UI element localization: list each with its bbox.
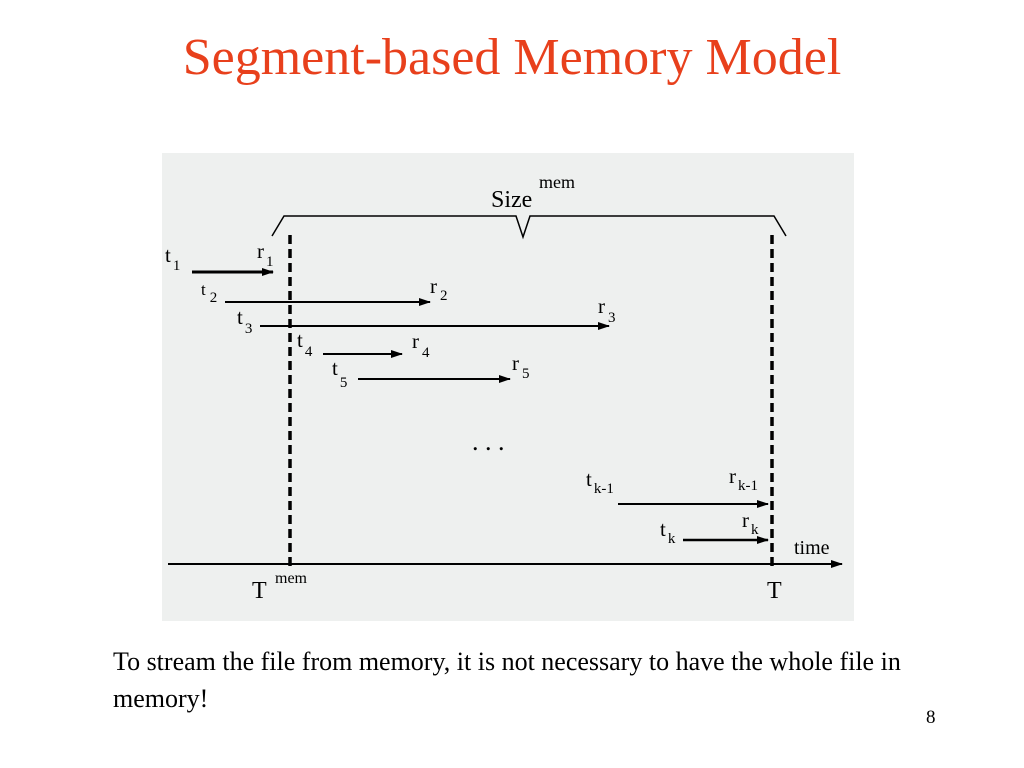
slide-title: Segment-based Memory Model: [182, 29, 842, 86]
size-brace: [271, 215, 787, 240]
page-number: 8: [926, 707, 936, 728]
tmem-label: T: [252, 578, 267, 604]
tmem-sup: mem: [275, 570, 308, 587]
ellipsis: . . .: [472, 427, 505, 456]
start-label-5: t5: [332, 356, 347, 391]
size-label: Size: [491, 187, 532, 213]
size-sup: mem: [539, 172, 575, 192]
t-end-label: T: [767, 578, 782, 604]
caption: To stream the file from memory, it is no…: [113, 647, 901, 713]
time-label: time: [794, 537, 830, 559]
